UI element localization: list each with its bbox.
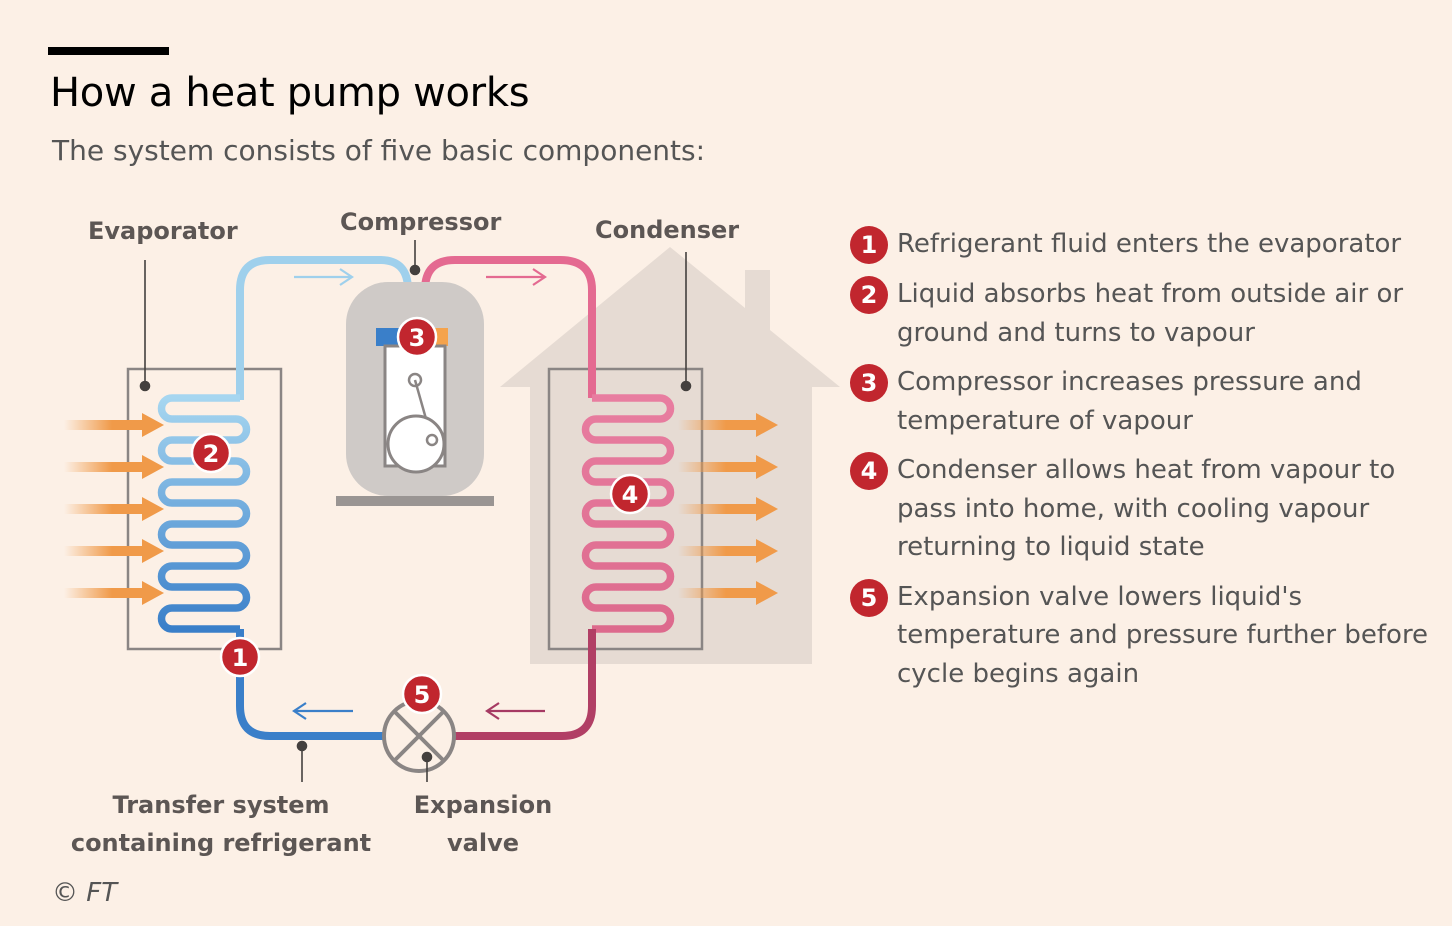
svg-text:2: 2 — [203, 440, 220, 468]
label-expansion-line1: Expansion — [414, 791, 552, 819]
step-item: 5 Expansion valve lowers liquid's temper… — [850, 578, 1440, 694]
step-text: Compressor increases pressure and temper… — [897, 367, 1362, 436]
svg-text:1: 1 — [232, 644, 249, 672]
svg-text:4: 4 — [622, 481, 639, 509]
pipe-condenser-to-valve — [455, 629, 596, 740]
heat-arrows-in — [64, 413, 164, 605]
step-number: 1 — [850, 226, 888, 264]
marker-3: 3 — [396, 316, 438, 358]
page-subtitle: The system consists of five basic compon… — [52, 134, 706, 167]
step-text: Expansion valve lowers liquid's temperat… — [897, 581, 1429, 689]
marker-2: 2 — [190, 432, 232, 474]
step-number: 2 — [850, 276, 888, 314]
expansion-valve — [382, 699, 456, 773]
svg-text:3: 3 — [409, 324, 426, 352]
marker-1: 1 — [219, 636, 261, 678]
leader-lines — [139, 240, 692, 782]
marker-4: 4 — [609, 473, 651, 515]
step-text: Condenser allows heat from vapour to pas… — [897, 455, 1396, 562]
label-compressor: Compressor — [340, 208, 501, 236]
evaporator-coil — [157, 394, 251, 633]
label-transfer-line2: containing refrigerant — [71, 829, 371, 857]
flow-arrow-bottom-left — [292, 702, 353, 720]
label-condenser: Condenser — [595, 216, 739, 244]
step-text: Liquid absorbs heat from outside air or … — [897, 279, 1404, 348]
step-item: 3 Compressor increases pressure and temp… — [850, 363, 1440, 440]
step-item: 4 Condenser allows heat from vapour to p… — [850, 451, 1440, 567]
marker-5: 5 — [401, 673, 443, 715]
pipe-valve-to-evaporator — [236, 629, 383, 740]
svg-text:5: 5 — [414, 681, 431, 709]
flow-arrow-top-right — [486, 268, 547, 286]
flow-arrow-bottom-right — [485, 702, 545, 720]
step-text: Refrigerant fluid enters the evaporator — [897, 229, 1402, 259]
condenser-coil — [581, 394, 675, 633]
page-title: How a heat pump works — [50, 70, 530, 116]
step-item: 2 Liquid absorbs heat from outside air o… — [850, 275, 1440, 352]
title-rule — [48, 47, 169, 55]
flow-arrow-top-left — [294, 268, 354, 286]
step-item: 1 Refrigerant fluid enters the evaporato… — [850, 225, 1440, 264]
copyright-credit: © FT — [52, 878, 118, 908]
compressor-unit — [336, 282, 494, 506]
pipe-compressor-to-condenser — [421, 256, 596, 398]
label-expansion-line2: valve — [447, 829, 519, 857]
label-transfer-line1: Transfer system — [112, 791, 329, 819]
pipe-evaporator-to-compressor — [236, 256, 412, 400]
label-evaporator: Evaporator — [88, 217, 238, 245]
step-number: 3 — [850, 364, 888, 402]
step-number: 4 — [850, 452, 888, 490]
steps-list: 1 Refrigerant fluid enters the evaporato… — [850, 225, 1440, 704]
step-number: 5 — [850, 578, 888, 617]
